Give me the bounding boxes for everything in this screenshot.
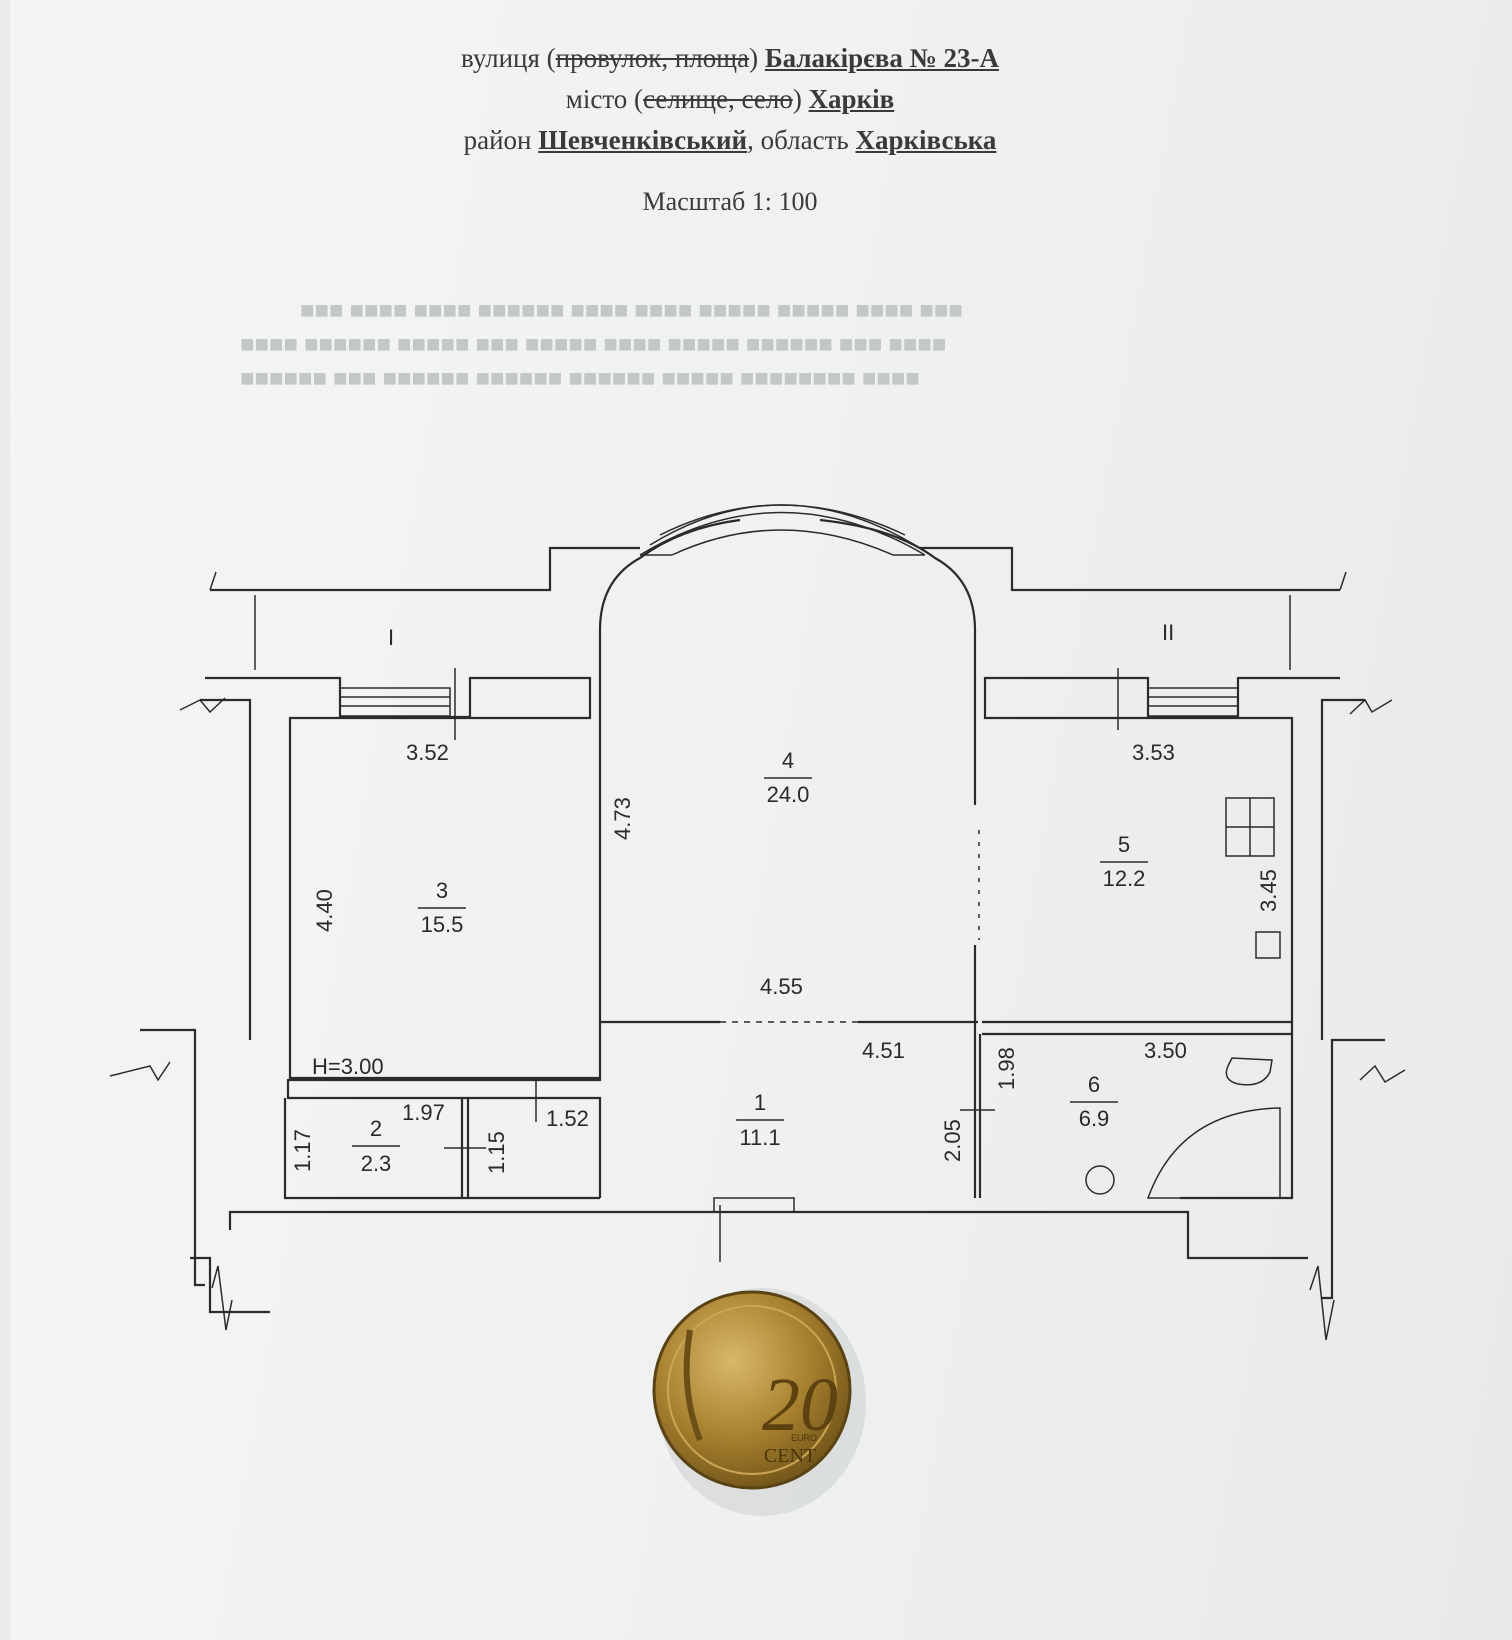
ceiling-height: H=3.00 bbox=[312, 1054, 384, 1079]
coin-photo: 20 EURO CENT bbox=[652, 1288, 866, 1516]
room-4-number: 4 bbox=[782, 748, 794, 773]
room-6-area: 6.9 bbox=[1079, 1106, 1110, 1131]
street-struck: провулок, площа bbox=[555, 43, 750, 73]
region-value: Харківська bbox=[855, 125, 997, 155]
street-suffix: ) bbox=[749, 43, 765, 73]
dim-1-98: 1.98 bbox=[994, 1047, 1019, 1090]
room-1-area: 11.1 bbox=[739, 1125, 780, 1150]
dim-1-52: 1.52 bbox=[546, 1106, 589, 1131]
coin-value: 20 bbox=[762, 1363, 838, 1447]
city-suffix: ) bbox=[792, 84, 809, 114]
room-3-label: 3 15.5 bbox=[418, 878, 466, 937]
dim-1-97: 1.97 bbox=[402, 1100, 445, 1125]
street-prefix: вулиця ( bbox=[461, 43, 556, 73]
arch bbox=[598, 504, 977, 718]
dim-2-05: 2.05 bbox=[940, 1119, 965, 1162]
district-prefix: район bbox=[463, 125, 539, 155]
dim-3-52: 3.52 bbox=[406, 740, 449, 765]
city-struck: селище, село bbox=[643, 84, 793, 114]
coin-euro-label: EURO bbox=[791, 1433, 817, 1443]
street-line: вулиця (провулок, площа) Балакірєва № 23… bbox=[300, 38, 1160, 79]
city-line: місто (селище, село) Харків bbox=[300, 79, 1160, 120]
room-5-number: 5 bbox=[1118, 832, 1130, 857]
room-2-label: 2 2.3 bbox=[352, 1116, 400, 1176]
dim-4-73: 4.73 bbox=[610, 797, 635, 840]
dim-3-45: 3.45 bbox=[1256, 869, 1281, 912]
dim-1-17: 1.17 bbox=[290, 1129, 315, 1172]
room-1-label: 1 11.1 bbox=[736, 1090, 784, 1150]
district-line: район Шевченківський, область Харківська bbox=[300, 120, 1160, 161]
dim-3-50: 3.50 bbox=[1144, 1038, 1187, 1063]
dim-4-55: 4.55 bbox=[760, 974, 803, 999]
room-3-number: 3 bbox=[436, 878, 448, 903]
steps-left bbox=[339, 668, 456, 740]
room-3-area: 15.5 bbox=[421, 912, 464, 937]
dim-3-53: 3.53 bbox=[1132, 740, 1175, 765]
dim-4-40: 4.40 bbox=[312, 889, 337, 932]
svg-text:■■■ ■■■■ ■■■■ ■■■■■■ ■■■■ ■■■■: ■■■ ■■■■ ■■■■ ■■■■■■ ■■■■ ■■■■ ■■■■■ ■■■… bbox=[300, 298, 963, 324]
room-2-number: 2 bbox=[370, 1116, 382, 1141]
svg-text:■■■■ ■■■■■■ ■■■■■ ■■■ ■■■■■ ■■: ■■■■ ■■■■■■ ■■■■■ ■■■ ■■■■■ ■■■■ ■■■■■ ■… bbox=[240, 332, 946, 358]
room-5-label: 5 12.2 bbox=[1100, 832, 1148, 891]
partitions bbox=[283, 718, 1292, 1262]
svg-text:■■■■■■ ■■■ ■■■■■■ ■■■■■■ ■■■■■: ■■■■■■ ■■■ ■■■■■■ ■■■■■■ ■■■■■■ ■■■■■ ■■… bbox=[240, 366, 920, 392]
dim-4-51: 4.51 bbox=[862, 1038, 905, 1063]
coin-cent-label: CENT bbox=[764, 1445, 816, 1467]
balcony-label-2: II bbox=[1162, 620, 1174, 645]
district-value: Шевченківський bbox=[538, 125, 748, 155]
street-value: Балакірєва № 23-А bbox=[764, 43, 999, 73]
room-4-label: 4 24.0 bbox=[764, 748, 812, 807]
region-prefix: , область bbox=[747, 125, 856, 155]
outer-walls bbox=[109, 546, 1406, 1341]
room-4-area: 24.0 bbox=[767, 782, 810, 807]
room-5-area: 12.2 bbox=[1103, 866, 1146, 891]
bleed-through: ■■■ ■■■■ ■■■■ ■■■■■■ ■■■■ ■■■■ ■■■■■ ■■■… bbox=[240, 298, 963, 392]
city-prefix: місто ( bbox=[565, 84, 644, 114]
room-1-number: 1 bbox=[754, 1090, 766, 1115]
dim-1-15: 1.15 bbox=[484, 1131, 509, 1174]
steps-right bbox=[1117, 668, 1239, 730]
balcony-label-1: I bbox=[388, 625, 394, 650]
room-6-number: 6 bbox=[1088, 1072, 1100, 1097]
room-2-area: 2.3 bbox=[361, 1151, 392, 1176]
scale-label: Масштаб 1: 100 bbox=[642, 187, 818, 216]
address-header: вулиця (провулок, площа) Балакірєва № 23… bbox=[300, 38, 1160, 222]
room-6-label: 6 6.9 bbox=[1070, 1072, 1118, 1131]
city-value: Харків bbox=[808, 84, 895, 114]
